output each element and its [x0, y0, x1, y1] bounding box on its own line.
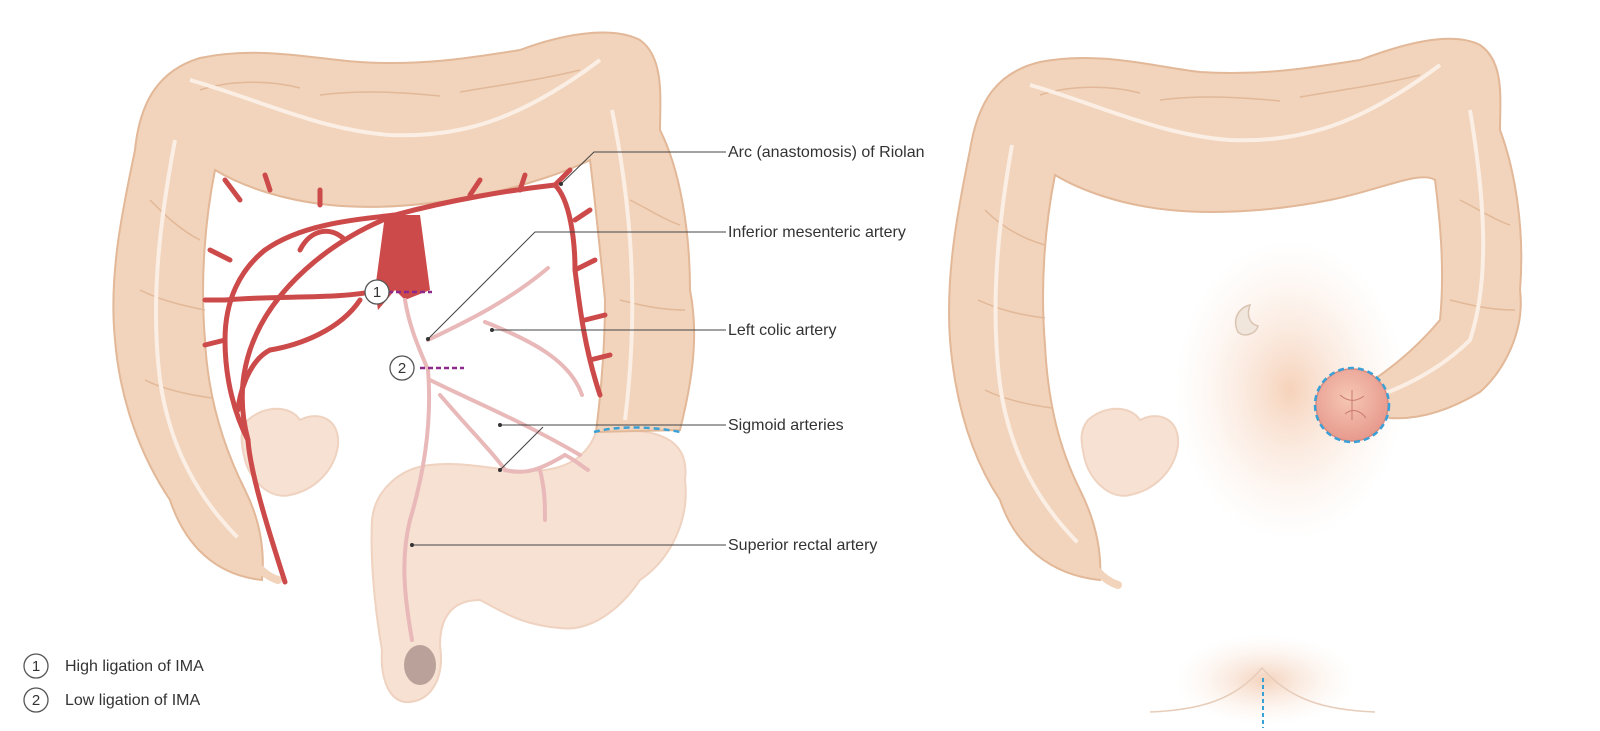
label-left-colic: Left colic artery [728, 322, 836, 339]
label-sigmoid: Sigmoid arteries [728, 417, 844, 434]
anal-canal [404, 645, 436, 685]
legend-item-1-number: 1 [32, 658, 40, 675]
legend-item-1: 1 High ligation of IMA [24, 654, 204, 678]
left-colon-figure: 1 2 [113, 33, 694, 703]
label-superior-rectal: Superior rectal artery [728, 537, 877, 554]
legend-item-2-text: Low ligation of IMA [65, 692, 201, 709]
marker-2: 2 [390, 356, 414, 380]
marker-2-text: 2 [398, 360, 406, 377]
perineum [1150, 635, 1375, 728]
right-terminal-ileum [1082, 409, 1179, 496]
marker-1: 1 [365, 280, 389, 304]
label-ima: Inferior mesenteric artery [728, 224, 906, 241]
legend-item-2-number: 2 [32, 692, 40, 709]
right-colon-figure [949, 39, 1521, 585]
legend-item-1-text: High ligation of IMA [65, 658, 204, 675]
legend: 1 High ligation of IMA 2 Low ligation of… [24, 654, 204, 712]
end-colostomy-stoma [1315, 368, 1389, 442]
legend-item-2: 2 Low ligation of IMA [24, 688, 201, 712]
marker-1-text: 1 [373, 284, 381, 301]
label-riolan: Arc (anastomosis) of Riolan [728, 144, 925, 161]
